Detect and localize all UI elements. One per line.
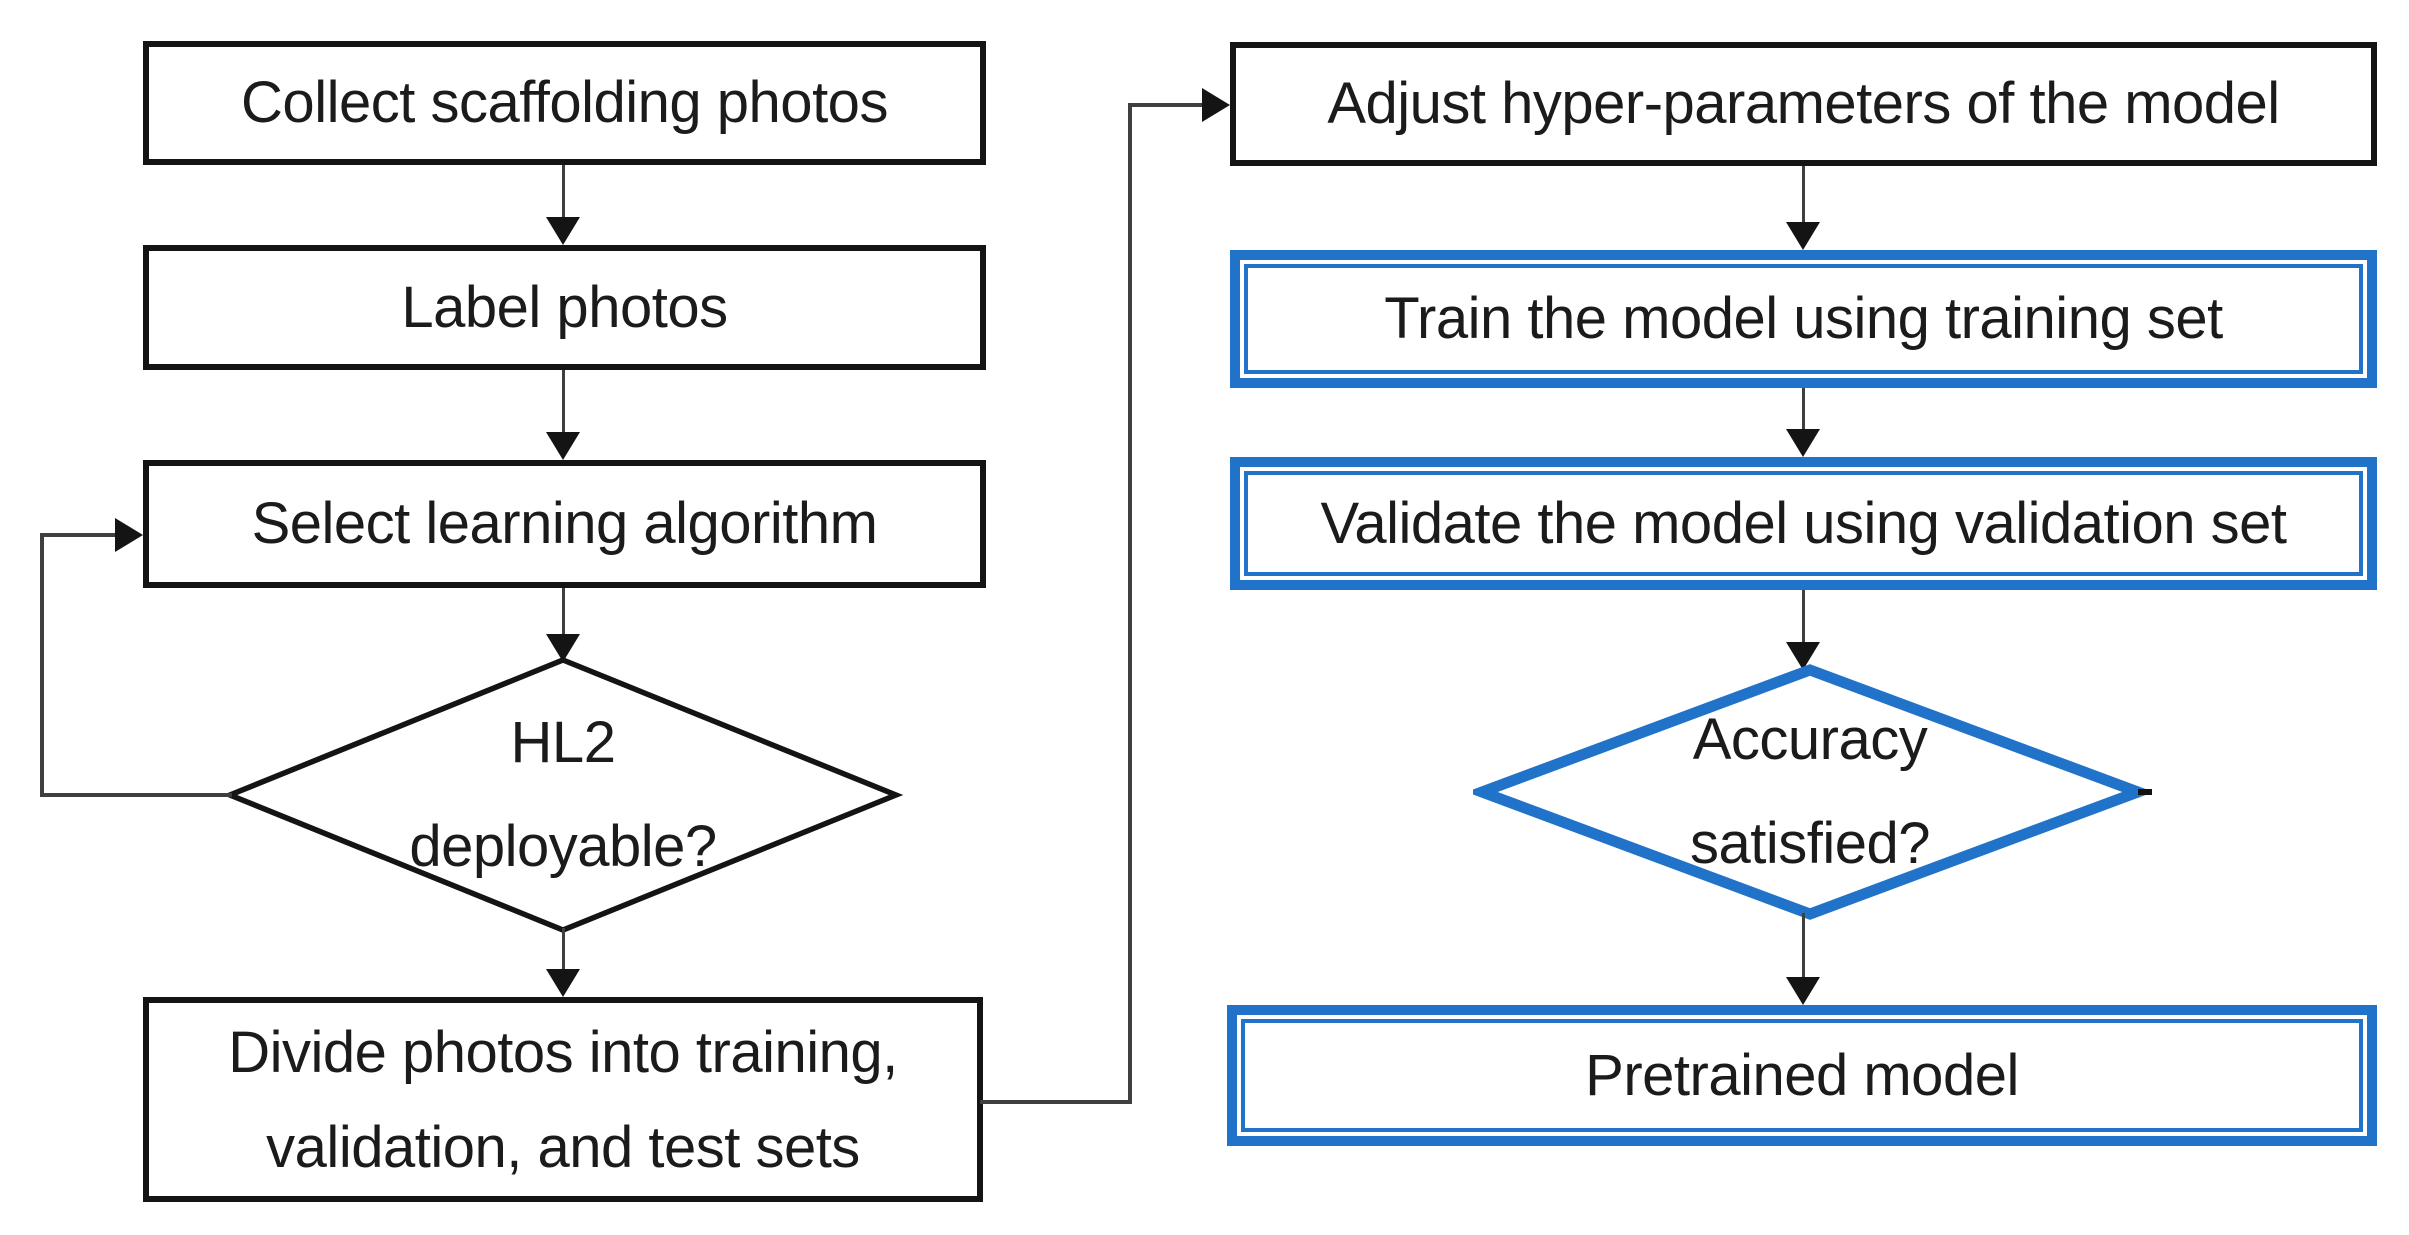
- divide-photos-box: Divide photos into training, validation,…: [143, 997, 983, 1202]
- accuracy-satisfied-diamond: Accuracy satisfied?: [1473, 661, 2147, 923]
- arrow-down-accuracy-to-pretrained: [1786, 913, 1820, 1005]
- adjust-hyperparameters-box: Adjust hyper-parameters of the model: [1230, 42, 2377, 166]
- divide-photos-line2: validation, and test sets: [266, 1114, 860, 1180]
- arrow-down-collect-to-label: [546, 165, 580, 245]
- loopback-segment-horizontal-bottom: [40, 793, 232, 797]
- loopback-segment-horizontal-top: [40, 533, 115, 537]
- diamond-right-vertex-dash: [2138, 789, 2152, 795]
- cross-connector-vertical: [1128, 103, 1132, 1104]
- pretrained-model-box: Pretrained model: [1227, 1005, 2377, 1146]
- adjust-hyperparameters-label: Adjust hyper-parameters of the model: [1327, 71, 2280, 136]
- arrow-down-label-to-select: [546, 370, 580, 460]
- accuracy-line1: Accuracy: [1692, 707, 1928, 772]
- pretrained-model-label: Pretrained model: [1585, 1042, 2019, 1108]
- train-model-box: Train the model using training set: [1230, 250, 2377, 388]
- train-model-label: Train the model using training set: [1384, 286, 2223, 351]
- hl2-line2: deployable?: [409, 814, 717, 879]
- accuracy-line2: satisfied?: [1689, 811, 1931, 876]
- arrow-down-train-to-validate: [1786, 388, 1820, 457]
- collect-photos-box: Collect scaffolding photos: [143, 41, 986, 165]
- label-photos-label: Label photos: [401, 274, 728, 340]
- loopback-segment-vertical: [40, 533, 44, 797]
- label-photos-box: Label photos: [143, 245, 986, 370]
- validate-model-label: Validate the model using validation set: [1320, 490, 2287, 556]
- select-algorithm-box: Select learning algorithm: [143, 460, 986, 588]
- hl2-deployable-diamond: HL2 deployable?: [223, 653, 903, 937]
- cross-connector-horizontal-top: [1128, 103, 1202, 107]
- arrow-down-hl2-to-divide: [546, 928, 580, 997]
- divide-photos-line1: Divide photos into training,: [228, 1019, 898, 1085]
- cross-connector-horizontal-bottom: [980, 1100, 1130, 1104]
- collect-photos-label: Collect scaffolding photos: [241, 70, 888, 135]
- accuracy-diamond-shape: [1473, 664, 2147, 920]
- hl2-line1: HL2: [510, 710, 616, 775]
- cross-connector-arrowhead: [1202, 88, 1230, 122]
- arrow-down-select-to-hl2: [546, 588, 580, 662]
- accuracy-diamond-text: Accuracy satisfied?: [1473, 661, 2147, 923]
- hl2-diamond-text: HL2 deployable?: [223, 653, 903, 937]
- arrow-down-adjust-to-train: [1786, 166, 1820, 250]
- validate-model-box: Validate the model using validation set: [1230, 457, 2377, 590]
- loopback-arrowhead: [115, 518, 143, 552]
- select-algorithm-label: Select learning algorithm: [251, 491, 878, 556]
- arrow-down-validate-to-accuracy: [1786, 590, 1820, 670]
